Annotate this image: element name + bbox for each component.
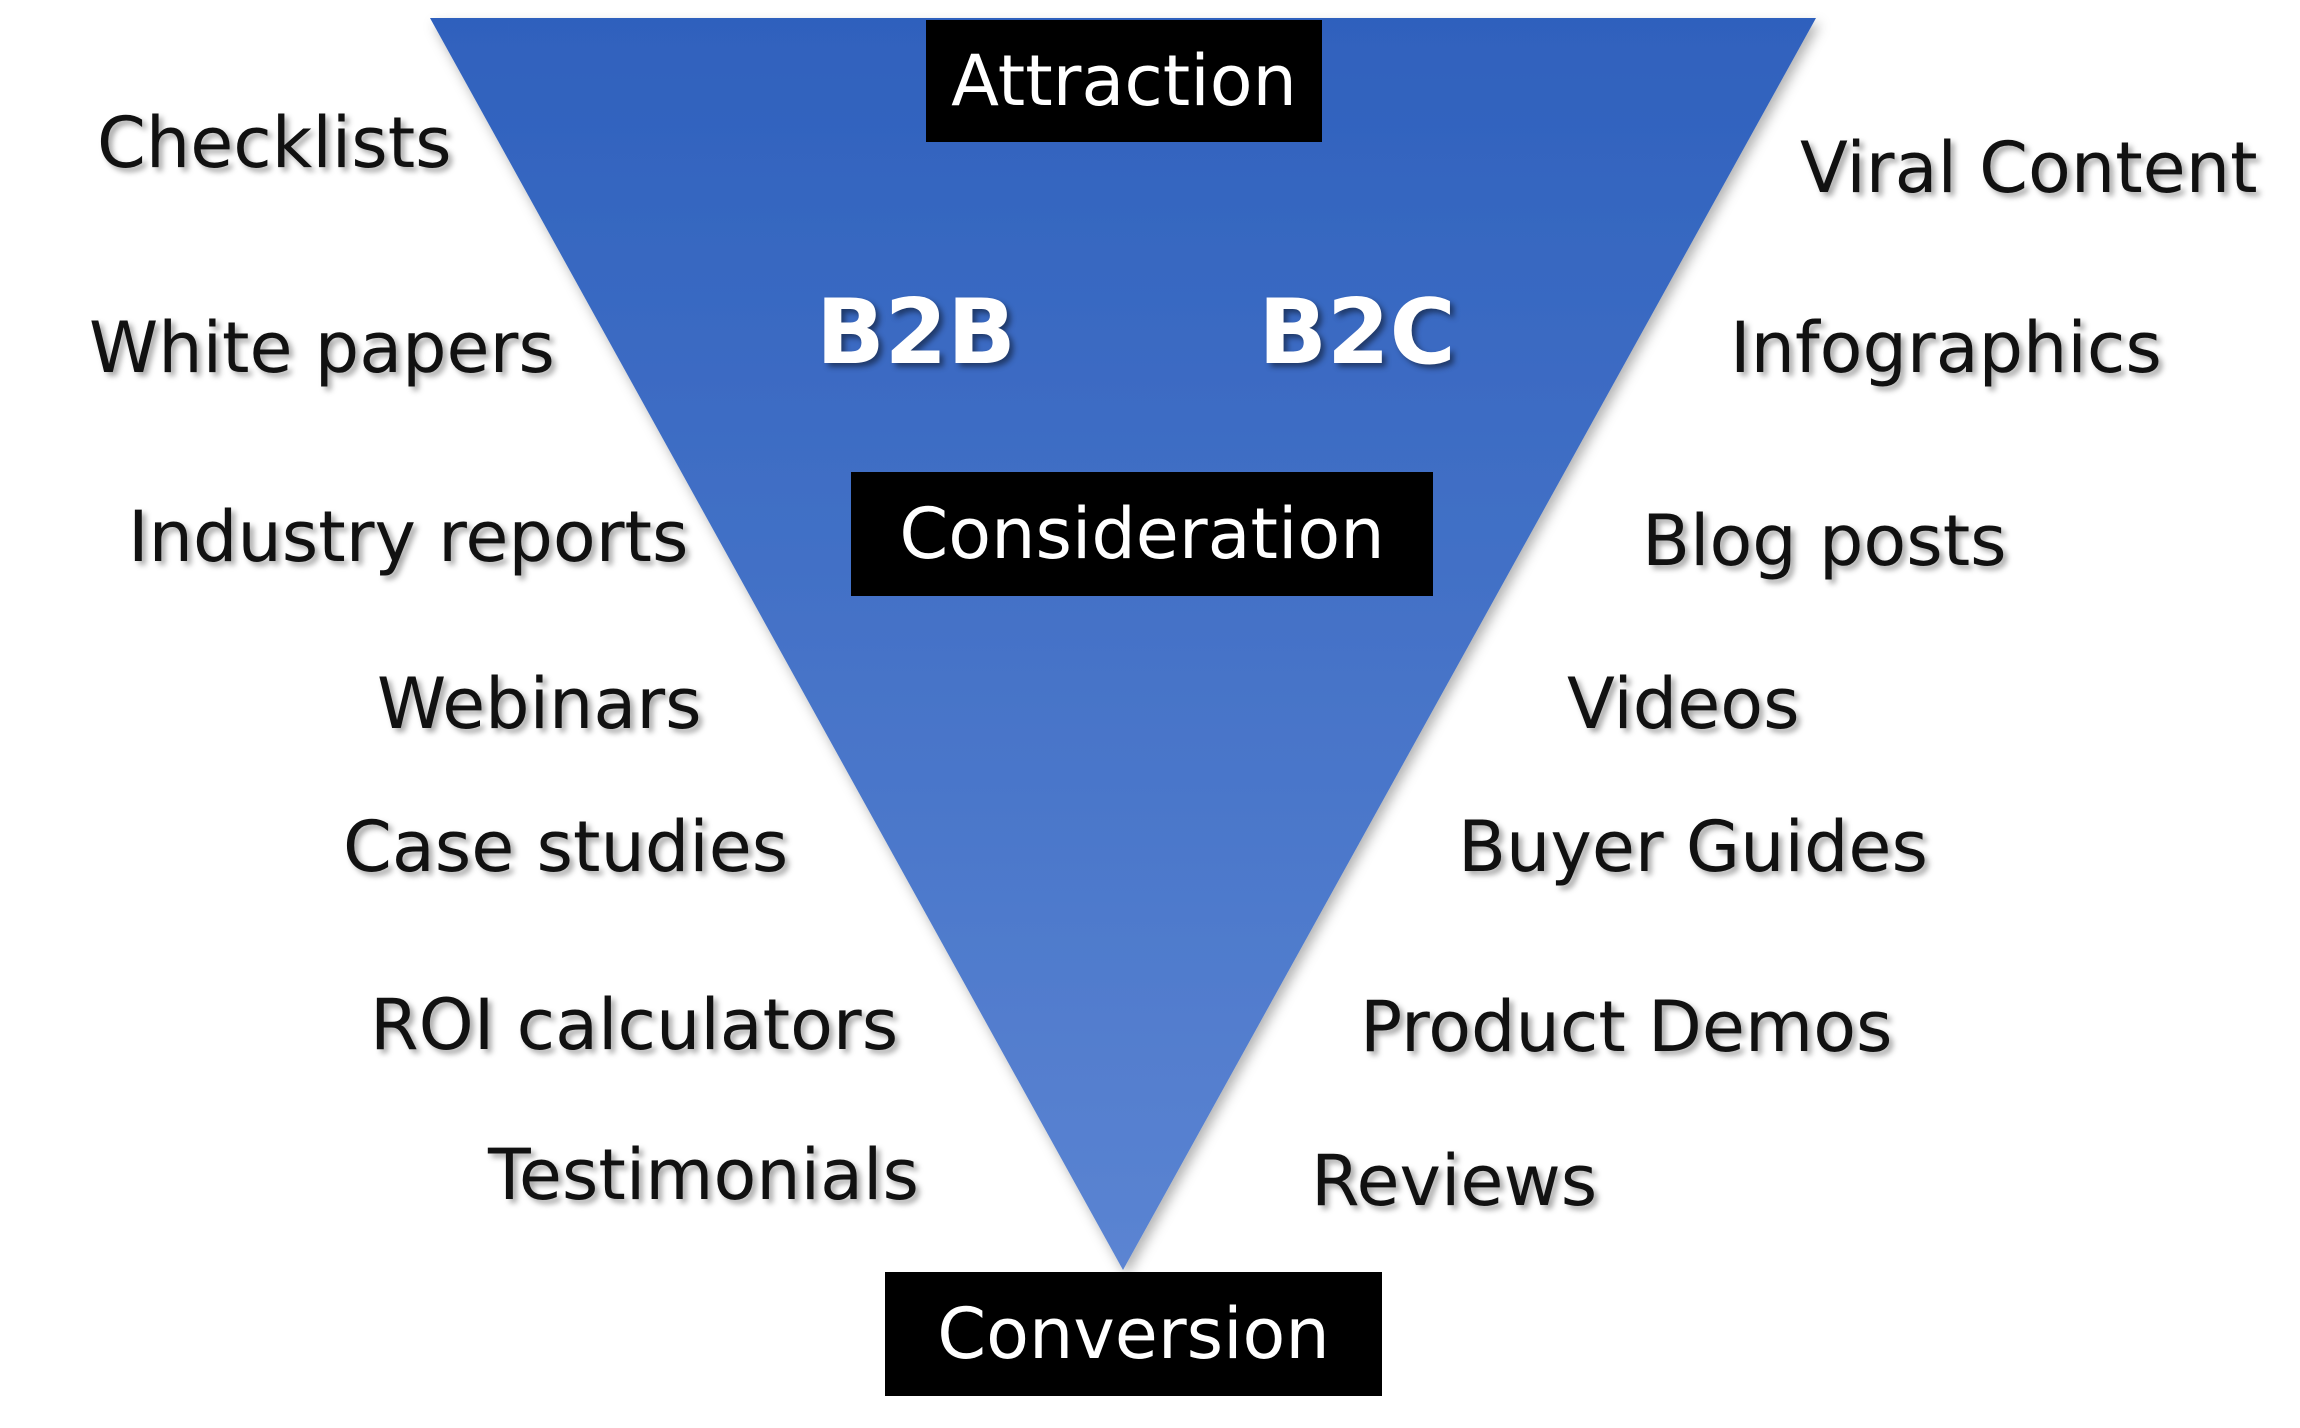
b2b-item-industry-reports: Industry reports <box>128 496 689 578</box>
segment-b2b-label: B2B <box>816 280 1016 385</box>
b2b-item-webinars: Webinars <box>377 663 702 745</box>
b2c-item-buyer-guides: Buyer Guides <box>1458 806 1928 888</box>
stage-conversion-label: Conversion <box>937 1293 1330 1375</box>
funnel-shape <box>430 18 1816 1270</box>
b2b-item-testimonials: Testimonials <box>488 1134 919 1216</box>
stage-consideration: Consideration <box>851 472 1433 596</box>
b2c-item-reviews: Reviews <box>1311 1140 1598 1222</box>
b2c-item-blog-posts: Blog posts <box>1642 500 2007 582</box>
b2b-item-case-studies: Case studies <box>343 806 789 888</box>
b2b-item-roi-calculators: ROI calculators <box>370 984 899 1066</box>
b2c-item-viral-content: Viral Content <box>1800 127 2258 209</box>
stage-conversion: Conversion <box>885 1272 1382 1396</box>
b2b-item-white-papers: White papers <box>89 307 555 389</box>
stage-attraction-label: Attraction <box>951 40 1297 122</box>
b2c-item-videos: Videos <box>1567 663 1800 745</box>
b2c-item-product-demos: Product Demos <box>1360 986 1893 1068</box>
b2c-item-infographics: Infographics <box>1730 307 2162 389</box>
stage-attraction: Attraction <box>926 20 1322 142</box>
stage-consideration-label: Consideration <box>899 493 1385 575</box>
b2b-item-checklists: Checklists <box>97 102 452 184</box>
segment-b2c-label: B2C <box>1258 280 1456 385</box>
